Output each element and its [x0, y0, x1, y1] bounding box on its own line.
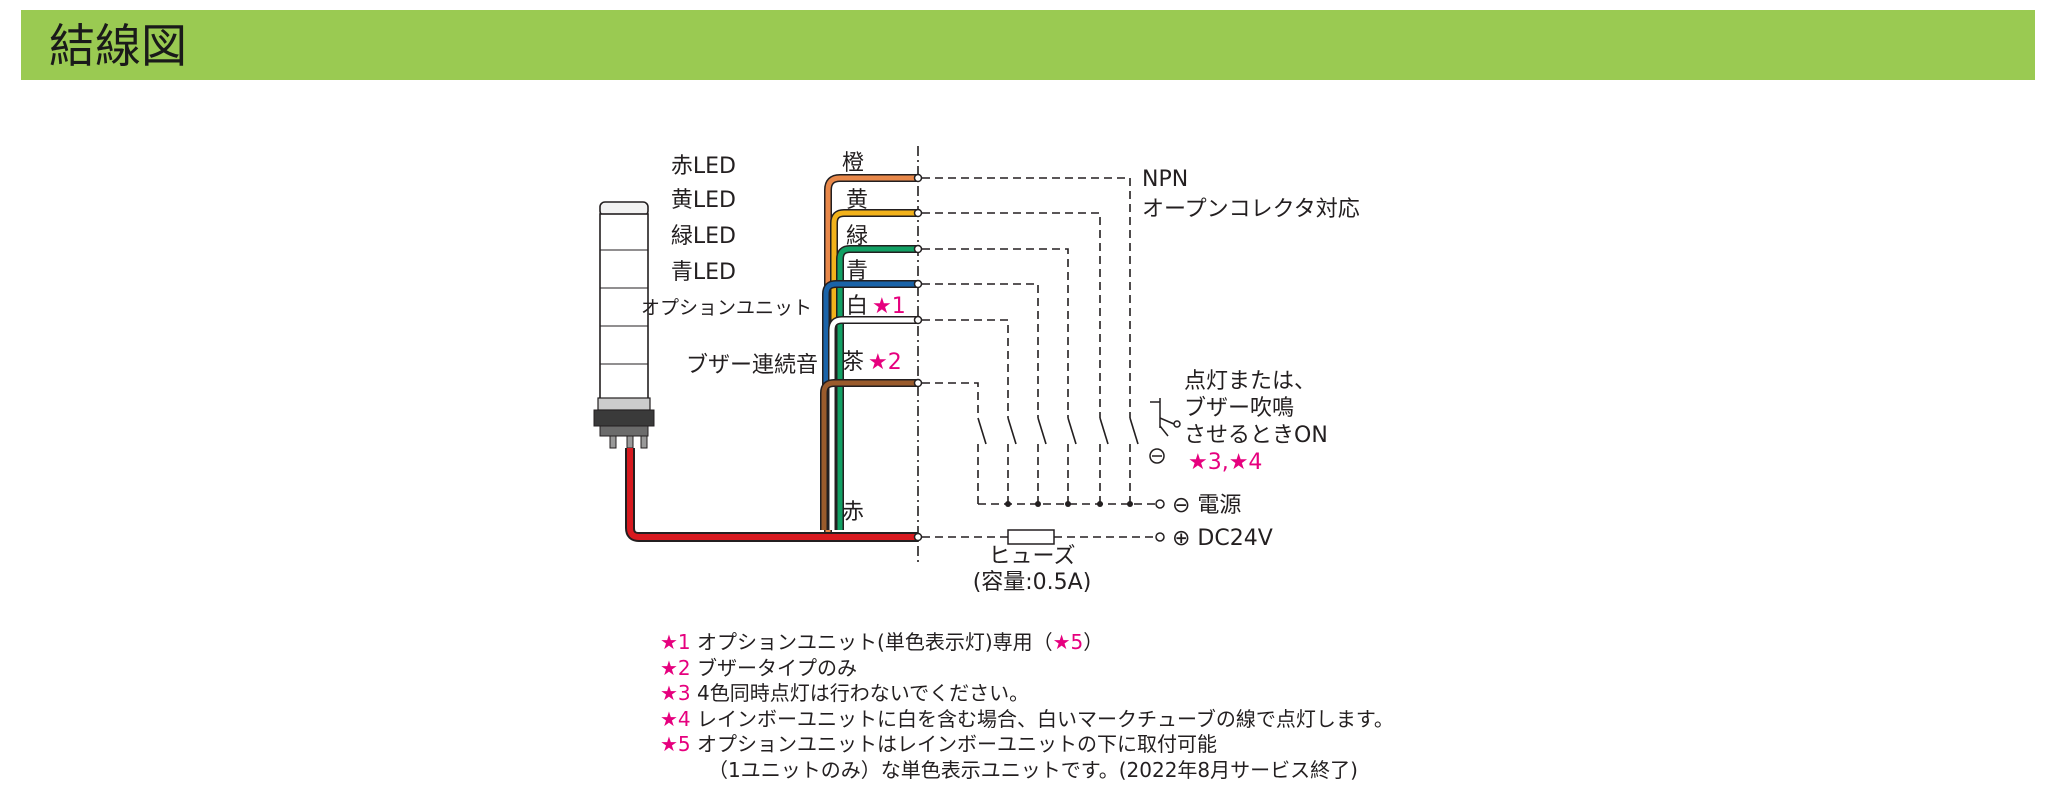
section-title: 結線図	[49, 19, 187, 73]
output-switches	[977, 417, 1139, 445]
led-label-green: 緑LED	[671, 224, 736, 249]
wire-color-brown: 茶★2	[842, 350, 902, 375]
power-minus-label: ⊖ 電源	[1172, 493, 1241, 518]
wire-color-green: 緑	[846, 224, 868, 249]
switch-desc-line2: ブザー吹鳴	[1184, 396, 1294, 421]
power-plus-label: ⊕ DC24V	[1172, 526, 1273, 551]
section-header: 結線図	[21, 10, 2035, 80]
wire-color-orange: 橙	[842, 151, 864, 176]
led-label-yellow: 黄LED	[671, 188, 736, 213]
fuse-label: ヒューズ	[989, 544, 1076, 569]
led-label-option-unit: オプションユニット	[641, 297, 812, 319]
wire-color-white: 白★1	[846, 294, 906, 319]
footnote-3: ★3 4色同時点灯は行わないでください。	[660, 681, 1030, 705]
footnote-5-continued: （1ユニットのみ）な単色表示ユニットです。(2022年8月サービス終了)	[708, 757, 1358, 782]
red-wire	[627, 448, 822, 540]
npn-label: NPN	[1142, 167, 1188, 192]
footnotes: ★1 オプションユニット(単色表示灯)専用（★5） ★2 ブザータイプのみ ★3…	[660, 630, 1394, 783]
fuse-symbol	[1007, 529, 1055, 545]
footnote-4: ★4 レインボーユニットに白を含む場合、白いマークチューブの線で点灯します。	[660, 706, 1394, 731]
switch-desc-line3: させるときON	[1184, 423, 1328, 448]
bus-junctions	[1005, 501, 1133, 507]
signal-tower-illustration	[593, 201, 655, 449]
wire-color-blue: 青	[846, 259, 868, 284]
transistor-symbol	[1149, 398, 1181, 464]
led-label-red: 赤LED	[671, 154, 736, 179]
terminal-points	[913, 173, 923, 542]
led-label-buzzer: ブザー連続音	[686, 353, 818, 378]
open-collector-label: オープンコレクタ対応	[1142, 197, 1360, 222]
fuse-capacity-label: (容量:0.5A)	[973, 570, 1092, 595]
footnote-1: ★1 オプションユニット(単色表示灯)専用（★5）	[660, 630, 1104, 654]
footnote-2: ★2 ブザータイプのみ	[660, 655, 858, 680]
wire-bundle	[820, 174, 918, 542]
wire-color-yellow: 黄	[846, 188, 868, 213]
led-label-blue: 青LED	[671, 260, 736, 285]
switch-desc-marks: ★3,★4	[1188, 450, 1262, 475]
power-terminals	[1155, 499, 1165, 542]
switch-desc-line1: 点灯または、	[1184, 369, 1316, 394]
footnote-5: ★5 オプションユニットはレインボーユニットの下に取付可能	[660, 732, 1218, 756]
output-dashed-lines	[922, 177, 1155, 538]
wire-color-red: 赤	[842, 500, 864, 525]
